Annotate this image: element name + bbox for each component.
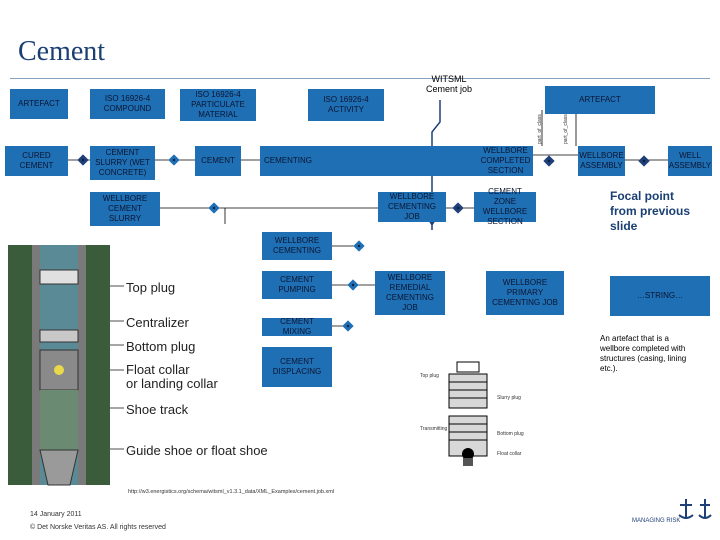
wellbore-remedial-box: WELLBORE REMEDIAL CEMENTING JOB — [375, 271, 445, 315]
wellbore-cement-slurry-box: WELLBORE CEMENT SLURRY — [90, 192, 160, 226]
part-of-class-label-right: part_of_class — [563, 114, 569, 144]
cement-slurry-box: CEMENT SLURRY (WET CONCRETE) — [90, 146, 155, 180]
mini-label-r1: Slurry plug — [497, 395, 521, 401]
mini-label-r3: Float collar — [497, 451, 522, 457]
cured-cement-box: CURED CEMENT — [5, 146, 68, 176]
cement-box: CEMENT — [195, 146, 241, 176]
mini-label-r2: Bottom plug — [497, 431, 524, 437]
artefact-right-box: ARTEFACT — [545, 86, 655, 114]
footer-copyright: © Det Norske Veritas AS. All rights rese… — [30, 524, 166, 531]
caption-bottom-plug: Bottom plug — [126, 339, 196, 354]
caption-centralizer: Centralizer — [126, 315, 189, 330]
wellbore-cementing-job-box: WELLBORE CEMENTING JOB — [378, 192, 446, 222]
cement-displacing-box: CEMENT DISPLACING — [262, 347, 332, 387]
string-box: …STRING… — [610, 276, 710, 316]
caption-float-collar: Float collar or landing collar — [126, 362, 218, 391]
iso-particulate-box: ISO 16926-4 PARTICULATE MATERIAL — [180, 89, 256, 121]
dnv-logo-icon — [675, 497, 697, 523]
cement-zone-box: CEMENT ZONE WELLBORE SECTION — [474, 187, 536, 226]
part-of-class-label-left: part_of_class — [537, 114, 543, 144]
title-rule — [10, 78, 710, 79]
plug-diagram — [448, 361, 488, 466]
wellbore-illustration — [8, 245, 110, 486]
witsml-label: WITSML Cement job — [425, 74, 473, 94]
focal-point-note: Focal point from previous slide — [610, 189, 691, 233]
well-assembly-box: WELL ASSEMBLY — [668, 146, 712, 176]
managing-risk-logo: MANAGING RISK — [632, 518, 681, 524]
artefact-left-box: ARTEFACT — [10, 89, 68, 119]
iso-activity-box: ISO 16926-4 ACTIVITY — [308, 89, 384, 121]
wellbore-assembly-box: WELLBORE ASSEMBLY — [578, 146, 625, 176]
iso-compound-box: ISO 16926-4 COMPOUND — [90, 89, 165, 119]
page-title: Cement — [18, 36, 106, 67]
artefact-note: An artefact that is a wellbore completed… — [600, 334, 687, 373]
dnv-logo-icon — [697, 497, 713, 523]
mini-label-bottom: Transmitting — [420, 426, 448, 432]
wellbore-completed-box: WELLBORE COMPLETED SECTION — [478, 146, 533, 176]
wellbore-cementing-box: WELLBORE CEMENTING — [262, 232, 332, 260]
caption-top-plug: Top plug — [126, 280, 176, 295]
cement-pumping-box: CEMENT PUMPING — [262, 271, 332, 299]
caption-shoe-track: Shoe track — [126, 402, 189, 417]
cement-mixing-box: CEMENT MIXING — [262, 317, 332, 336]
caption-guide-shoe: Guide shoe or float shoe — [126, 443, 268, 458]
footer-date: 14 January 2011 — [30, 511, 82, 518]
figure-leader-lines — [110, 285, 124, 450]
wellbore-primary-box: WELLBORE PRIMARY CEMENTING JOB — [486, 271, 564, 315]
mini-label-top: Top plug — [420, 373, 439, 379]
source-url: http://w3.energistics.org/schema/witsml_… — [128, 489, 335, 495]
